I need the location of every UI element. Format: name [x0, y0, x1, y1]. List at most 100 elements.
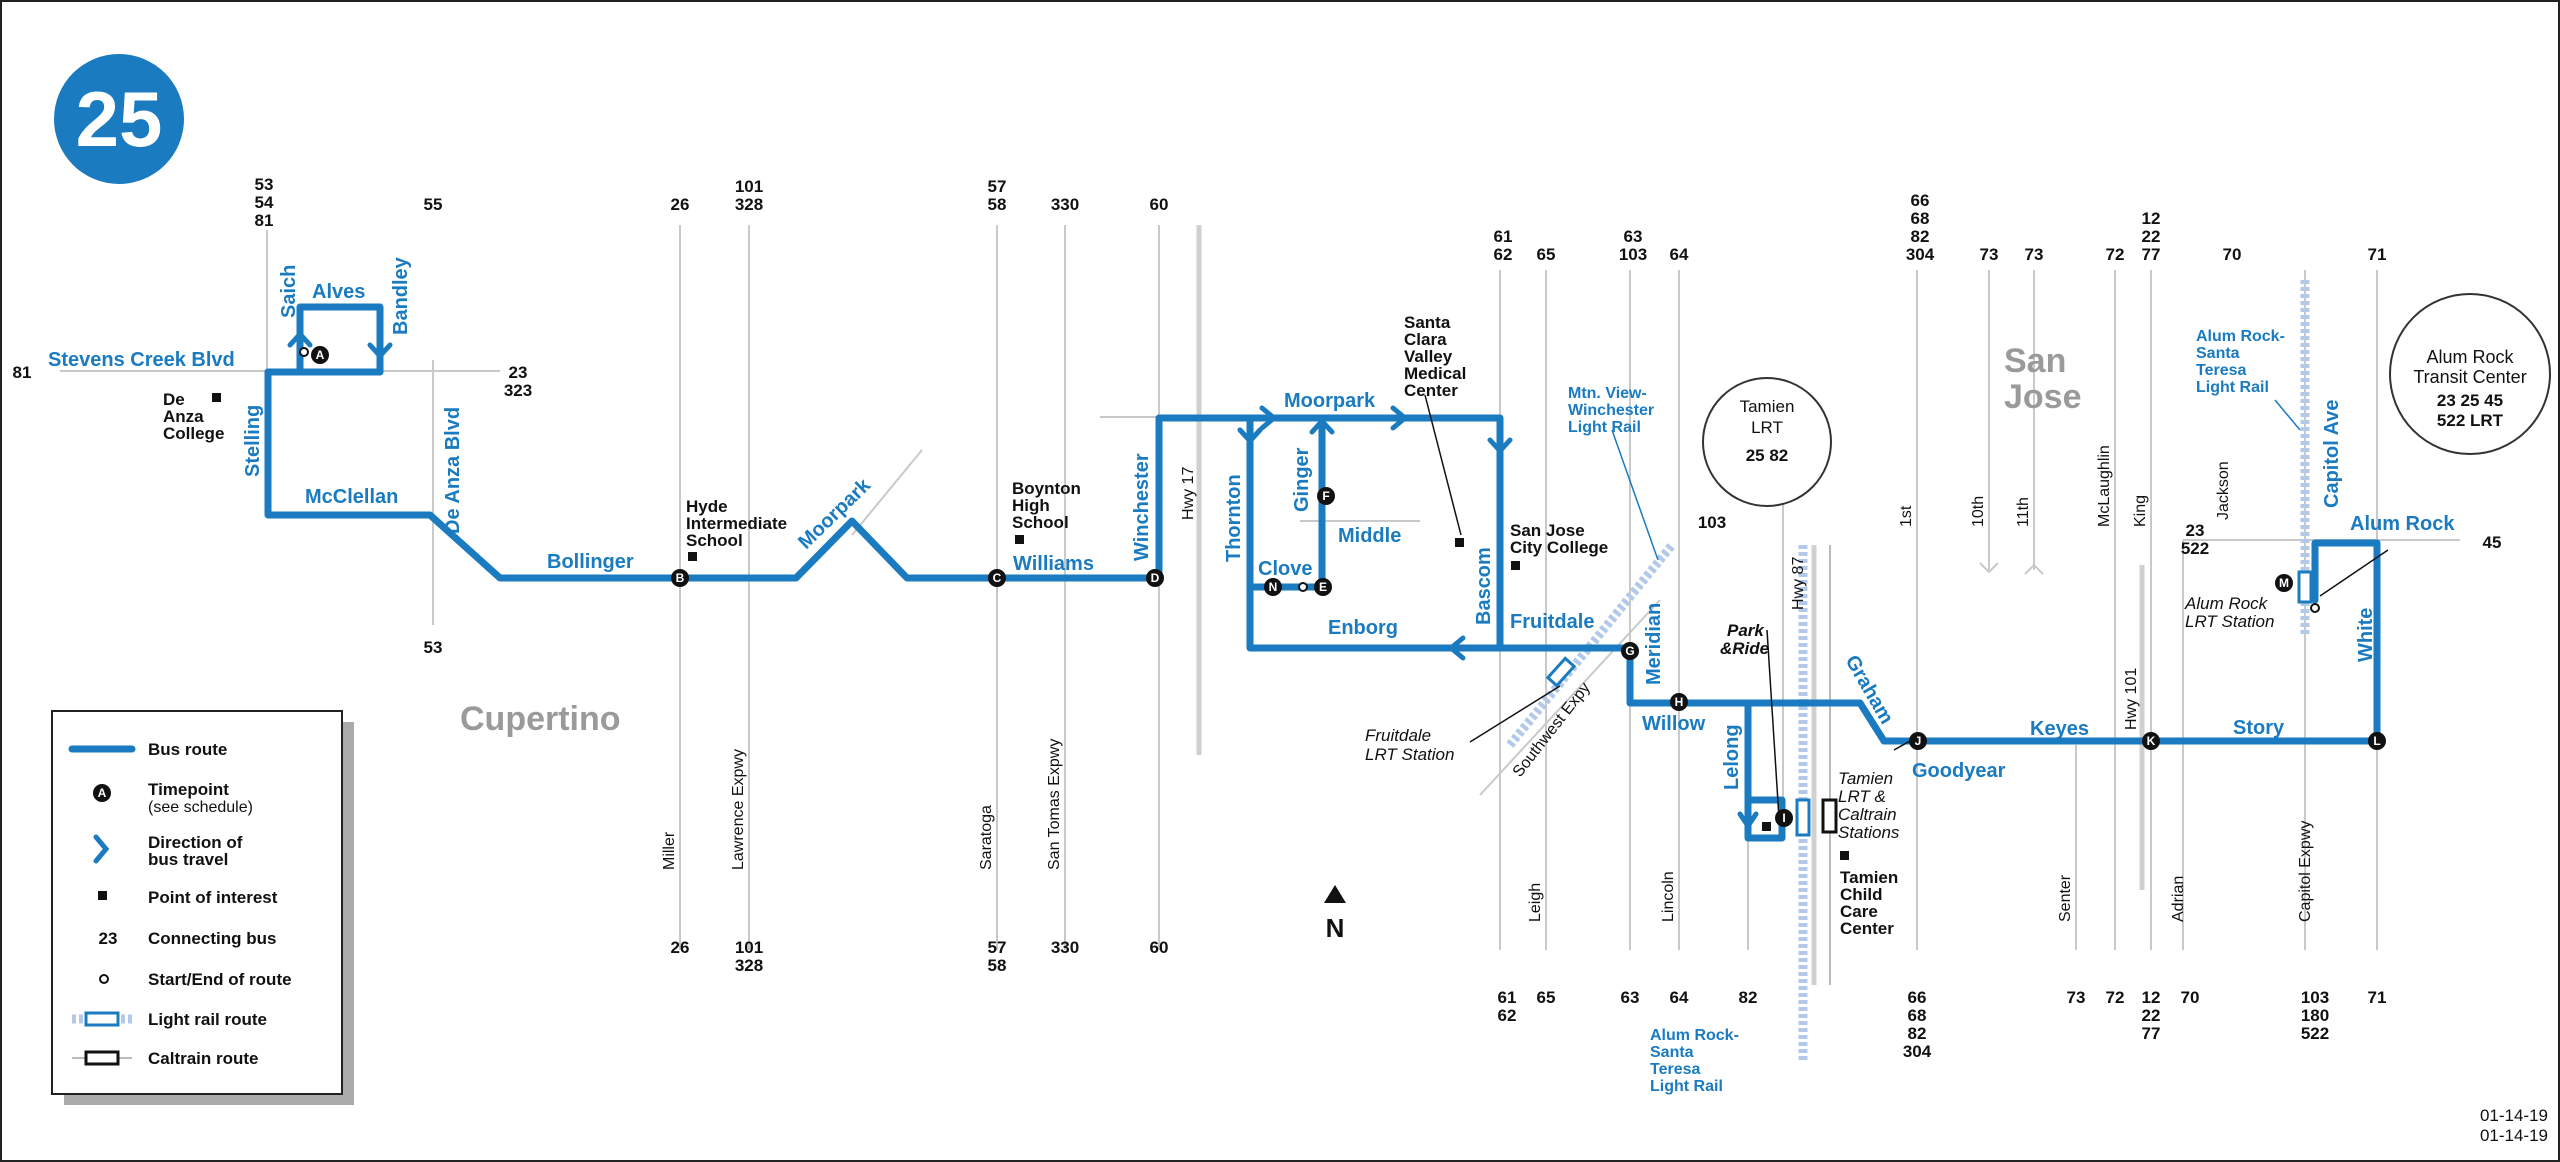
svg-text:San Jose: San Jose — [1510, 521, 1585, 540]
svg-text:McClellan: McClellan — [305, 486, 398, 508]
points-of-interest — [212, 393, 1849, 860]
svg-text:Fruitdale: Fruitdale — [1365, 726, 1431, 745]
svg-text:61: 61 — [1498, 988, 1517, 1007]
poi-marker — [1762, 822, 1771, 831]
svg-text:328: 328 — [735, 195, 763, 214]
svg-text:Transit Center: Transit Center — [2413, 367, 2526, 387]
poi-icon — [98, 891, 107, 900]
svg-text:LRT &: LRT & — [1838, 787, 1886, 806]
svg-text:Child: Child — [1840, 885, 1883, 904]
callout-routes: 25 82 — [1746, 446, 1789, 465]
svg-text:70: 70 — [2223, 245, 2242, 264]
timepoint-c: C — [988, 569, 1006, 587]
svg-text:Capitol Expwy: Capitol Expwy — [2297, 821, 2314, 922]
svg-text:72: 72 — [2106, 988, 2125, 1007]
svg-text:45: 45 — [2483, 533, 2502, 552]
svg-text:Hwy 101: Hwy 101 — [2123, 668, 2140, 730]
svg-text:62: 62 — [1498, 1006, 1517, 1025]
svg-text:23: 23 — [509, 363, 528, 382]
direction-arrow-icon — [287, 331, 313, 348]
svg-text:Park: Park — [1727, 621, 1765, 640]
svg-text:Tamien: Tamien — [1840, 868, 1898, 887]
svg-text:63: 63 — [1624, 227, 1643, 246]
svg-text:73: 73 — [1980, 245, 1999, 264]
svg-text:Direction of: Direction of — [148, 833, 243, 852]
svg-text:82: 82 — [1739, 988, 1758, 1007]
svg-text:Alum Rock: Alum Rock — [2350, 513, 2455, 535]
svg-text:Keyes: Keyes — [2030, 718, 2089, 740]
svg-text:Connecting bus: Connecting bus — [148, 929, 276, 948]
timepoint-j: J — [1909, 732, 1927, 750]
svg-text:LRT Station: LRT Station — [1365, 745, 1454, 764]
svg-text:Ginger: Ginger — [1291, 447, 1313, 512]
svg-text:H: H — [1675, 695, 1684, 709]
svg-text:Caltrain: Caltrain — [1838, 805, 1897, 824]
svg-text:School: School — [1012, 513, 1069, 532]
svg-text:57: 57 — [988, 177, 1007, 196]
poi-marker — [1840, 851, 1849, 860]
svg-text:Hyde: Hyde — [686, 497, 728, 516]
svg-text:Fruitdale: Fruitdale — [1510, 611, 1594, 633]
timepoint-b: B — [671, 569, 689, 587]
svg-text:522: 522 — [2301, 1024, 2329, 1043]
svg-text:Enborg: Enborg — [1328, 617, 1398, 639]
svg-text:81: 81 — [255, 211, 274, 230]
svg-text:61: 61 — [1494, 227, 1513, 246]
svg-text:68: 68 — [1911, 209, 1930, 228]
svg-text:64: 64 — [1670, 245, 1689, 264]
svg-text:Caltrain route: Caltrain route — [148, 1049, 259, 1068]
svg-text:Stations: Stations — [1838, 823, 1900, 842]
timepoint-a: A — [311, 346, 329, 364]
north-arrow: N — [1324, 885, 1346, 943]
start-end-marker — [1298, 582, 1308, 592]
timepoint-f: F — [1317, 487, 1335, 505]
svg-text:323: 323 — [504, 381, 532, 400]
svg-text:Clara: Clara — [1404, 330, 1447, 349]
svg-text:Winchester: Winchester — [1568, 402, 1654, 419]
svg-text:J: J — [1915, 734, 1922, 748]
svg-text:Timepoint: Timepoint — [148, 780, 229, 799]
svg-text:328: 328 — [735, 956, 763, 975]
city-cupertino: Cupertino — [460, 700, 621, 738]
svg-text:304: 304 — [1906, 245, 1935, 264]
svg-text:Valley: Valley — [1404, 347, 1453, 366]
svg-text:De: De — [163, 390, 185, 409]
svg-text:Medical: Medical — [1404, 364, 1466, 383]
svg-text:01-14-19: 01-14-19 — [2480, 1106, 2548, 1125]
svg-text:57: 57 — [988, 938, 1007, 957]
svg-text:San Tomas Expwy: San Tomas Expwy — [1046, 739, 1063, 870]
direction-arrow-icon — [1448, 635, 1466, 661]
svg-text:Bascom: Bascom — [1473, 547, 1495, 625]
svg-text:101: 101 — [735, 938, 763, 957]
svg-text:64: 64 — [1670, 988, 1689, 1007]
svg-text:77: 77 — [2142, 245, 2161, 264]
svg-text:101: 101 — [735, 177, 763, 196]
svg-text:304: 304 — [1903, 1042, 1932, 1061]
svg-text:bus travel: bus travel — [148, 850, 228, 869]
svg-text:B: B — [676, 571, 685, 585]
svg-text:Capitol Ave: Capitol Ave — [2321, 399, 2343, 508]
direction-arrow-icon — [93, 834, 110, 864]
timepoint-n: N — [1264, 578, 1282, 596]
svg-text:22: 22 — [2142, 1006, 2161, 1025]
svg-text:62: 62 — [1494, 245, 1513, 264]
rail-lines — [1506, 280, 2313, 1060]
direction-arrow-icon — [367, 342, 393, 359]
svg-text:LRT Station: LRT Station — [2185, 612, 2274, 631]
fruitdale-lrt-station-marker — [1545, 656, 1577, 688]
poi-marker — [688, 552, 697, 561]
svg-text:71: 71 — [2368, 245, 2387, 264]
svg-text:Light Rail: Light Rail — [2196, 379, 2269, 396]
svg-text:77: 77 — [2142, 1024, 2161, 1043]
direction-arrow-icon — [1390, 405, 1408, 431]
svg-text:70: 70 — [2181, 988, 2200, 1007]
svg-text:Santa: Santa — [1404, 313, 1451, 332]
svg-text:Start/End of route: Start/End of route — [148, 970, 292, 989]
svg-text:A: A — [98, 786, 107, 800]
svg-text:High: High — [1012, 496, 1050, 515]
callout-title: LRT — [1751, 418, 1783, 437]
svg-text:Story: Story — [2233, 717, 2285, 739]
leader-lines — [1424, 394, 2389, 819]
svg-text:58: 58 — [988, 195, 1007, 214]
svg-text:Lawrence Expwy: Lawrence Expwy — [730, 749, 747, 870]
